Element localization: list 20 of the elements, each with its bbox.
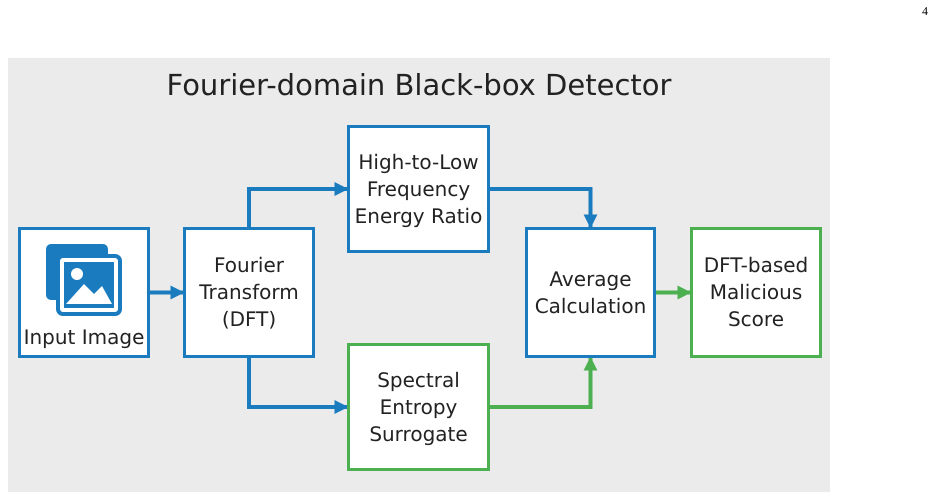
node-label: DFT-based Malicious Score bbox=[702, 252, 810, 333]
process-box bbox=[525, 227, 656, 358]
page-number: 4 bbox=[922, 4, 928, 19]
arrow bbox=[247, 358, 348, 414]
node-label: High-to-Low Frequency Energy Ratio bbox=[354, 148, 484, 230]
node-label: Average Calculation bbox=[534, 266, 648, 320]
arrow bbox=[490, 187, 598, 228]
node-label: Spectral Entropy Surrogate bbox=[368, 366, 469, 448]
arrow bbox=[247, 182, 348, 227]
process-box bbox=[347, 125, 490, 253]
process-box bbox=[690, 227, 822, 358]
arrow bbox=[656, 286, 692, 300]
diagram-title: Fourier-domain Black-box Detector bbox=[166, 68, 672, 102]
process-box bbox=[183, 227, 315, 358]
node-label: Fourier Transform (DFT) bbox=[198, 252, 300, 333]
process-box bbox=[347, 343, 490, 471]
process-box bbox=[18, 227, 150, 358]
node-label: Input Image bbox=[24, 324, 144, 351]
arrow bbox=[150, 286, 184, 300]
arrow bbox=[490, 356, 598, 409]
